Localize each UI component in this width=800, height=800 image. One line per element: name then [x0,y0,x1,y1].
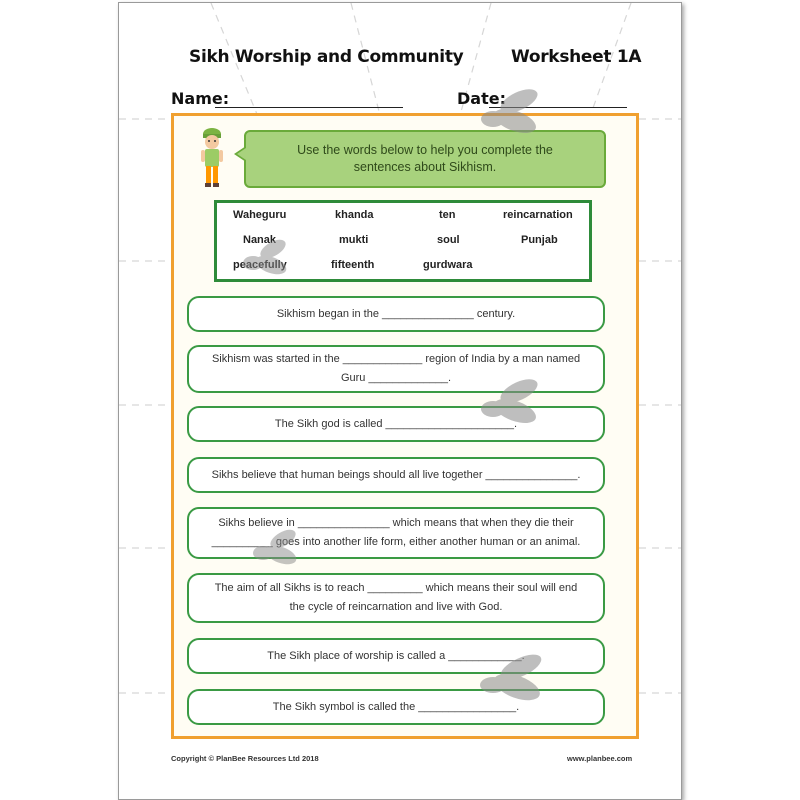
word-bank-item[interactable]: gurdwara [423,259,473,271]
sentence-box-7[interactable]: The Sikh place of worship is called a __… [187,638,605,674]
sentence-box-8[interactable]: The Sikh symbol is called the __________… [187,689,605,725]
sentence-line: the cycle of reincarnation and live with… [289,601,503,613]
name-label: Name: [171,89,230,108]
word-bank-item[interactable]: reincarnation [503,209,573,221]
date-field[interactable] [489,107,627,108]
website-link[interactable]: www.planbee.com [567,754,633,763]
sentence-box-6[interactable]: The aim of all Sikhs is to reach _______… [187,573,605,623]
speech-bubble-tail-fill [237,148,246,160]
sentence-box-4[interactable]: Sikhs believe that human beings should a… [187,457,605,493]
word-bank-item[interactable]: Punjab [521,234,558,246]
sentence-box-1[interactable]: Sikhism began in the _______________ cen… [187,296,605,332]
name-field[interactable] [215,107,403,108]
sentence-text: The Sikh god is called _________________… [274,417,518,430]
instruction-text: Use the words below to help you complete… [297,143,553,174]
sentence-line: Sikhism was started in the _____________… [211,353,581,365]
sentence-text: Sikhs believe that human beings should a… [211,468,581,481]
word-bank-item[interactable]: peacefully [233,259,287,271]
sentence-line: The aim of all Sikhs is to reach _______… [214,582,578,594]
sentence-text: Sikhism was started in the _____________… [212,350,580,388]
word-bank-item[interactable]: fifteenth [331,259,375,271]
word-bank-item[interactable]: Nanak [243,234,277,246]
activity-frame: Use the words below to help you complete… [171,113,639,739]
worksheet-title: Sikh Worship and Community [189,47,464,67]
worksheet-page: Sikh Worship and Community Worksheet 1A … [118,2,682,800]
sentence-text: Sikhism began in the _______________ cen… [276,307,516,320]
sentence-text: The Sikh place of worship is called a __… [267,649,525,662]
instruction-bubble: Use the words below to help you complete… [244,130,606,188]
sentence-box-5[interactable]: Sikhs believe in _______________ which m… [187,507,605,559]
sentence-text: Sikhs believe in _______________ which m… [212,514,581,552]
date-label: Date: [457,89,506,108]
sikh-boy-illustration [201,128,223,187]
worksheet-number: Worksheet 1A [511,47,642,67]
sentence-text: The Sikh symbol is called the __________… [272,700,520,713]
sentence-line: __________ goes into another life form, … [211,536,581,548]
word-bank-item[interactable]: soul [437,234,460,246]
sentence-box-3[interactable]: The Sikh god is called _________________… [187,406,605,442]
word-bank-item[interactable]: ten [439,209,456,221]
word-bank-item[interactable]: mukti [339,234,369,246]
sentence-line: Sikhs believe in _______________ which m… [218,517,574,529]
sentence-box-2[interactable]: Sikhism was started in the _____________… [187,345,605,393]
copyright-text: Copyright © PlanBee Resources Ltd 2018 [171,754,319,763]
word-bank-item[interactable]: khanda [335,209,374,221]
word-bank-item[interactable]: Waheguru [233,209,287,221]
sentence-text: The aim of all Sikhs is to reach _______… [215,579,578,617]
word-bank: Waheguru khanda ten reincarnation Nanak … [214,200,592,282]
sentence-line: Guru _____________. [340,372,452,384]
